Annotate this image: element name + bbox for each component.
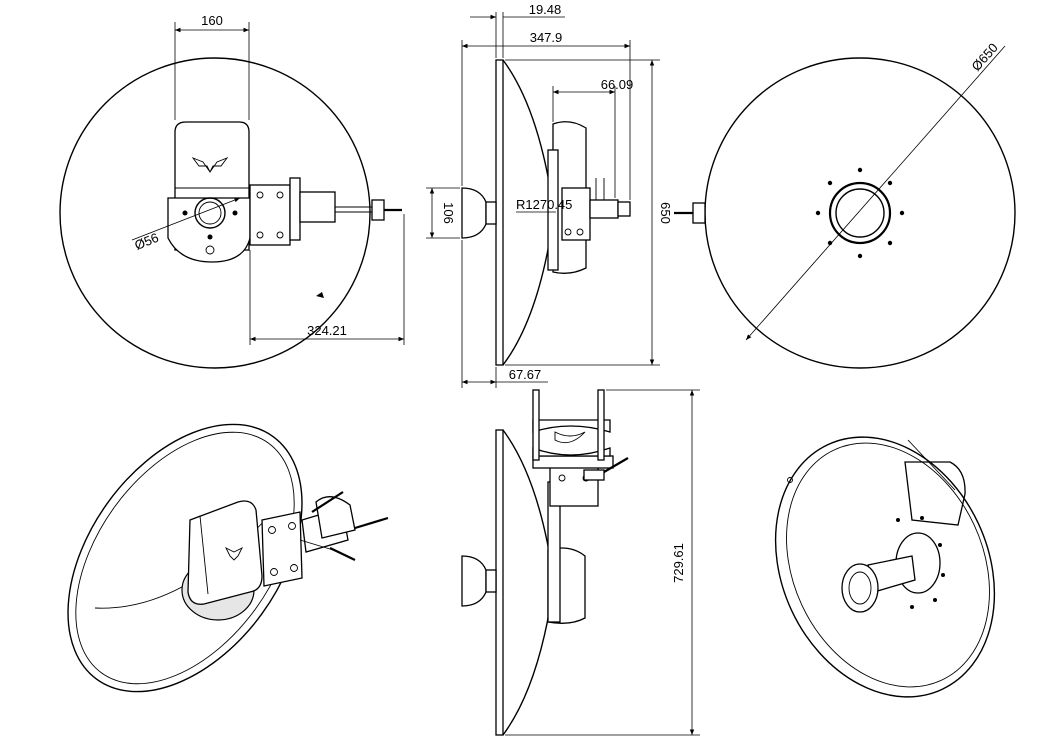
- dim-66-09: 66.09: [601, 77, 634, 92]
- side-view-bottom: 729.61: [461, 389, 700, 736]
- feed-horn: [461, 187, 487, 239]
- pole-clamp: [299, 191, 336, 223]
- dim-dia-56: Ø56: [132, 230, 160, 253]
- dim-106: 106: [441, 202, 456, 224]
- front-view: 160 Ø56 324.21: [59, 13, 405, 369]
- dim-160: 160: [201, 13, 223, 28]
- dish-rim-front: [59, 57, 371, 369]
- dim-650: 650: [658, 202, 673, 224]
- feed-horn-bottom: [461, 555, 487, 607]
- back-view: Ø650: [674, 40, 1016, 369]
- dim-324-21: 324.21: [307, 323, 347, 338]
- dish-rim-back: [704, 57, 1016, 369]
- feed-circle: [194, 197, 226, 229]
- dish-rim-side: [495, 59, 504, 366]
- logo-iso-icon: [224, 546, 244, 561]
- logo-icon: [191, 156, 229, 174]
- dim-19-48: 19.48: [529, 2, 562, 17]
- side-view: 19.48 347.9 66.09 R1270.45 106 650 67.67: [426, 2, 673, 388]
- dim-radius: R1270.45: [516, 197, 572, 212]
- feed-ring: [828, 181, 892, 245]
- dim-347-9: 347.9: [530, 30, 563, 45]
- dim-67-67: 67.67: [509, 367, 542, 382]
- bracket-plate: [249, 184, 291, 246]
- dish-rim-side-bottom: [495, 429, 504, 736]
- dish-profile: [502, 59, 555, 366]
- isometric-front-view: [774, 436, 996, 698]
- isometric-rear-view: [67, 423, 389, 693]
- dish-rim-iso: [67, 423, 303, 693]
- bracket-iso: [261, 511, 303, 587]
- mount-plate: [167, 197, 251, 263]
- dim-729-61: 729.61: [671, 543, 686, 583]
- dish-rim-iso-front: [774, 436, 996, 698]
